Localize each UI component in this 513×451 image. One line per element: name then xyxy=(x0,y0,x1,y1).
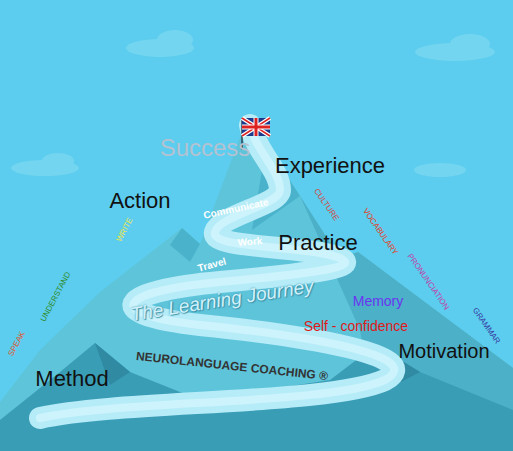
factor-label: Self - confidence xyxy=(304,319,408,333)
stage-label: Motivation xyxy=(398,341,489,361)
stage-label: Action xyxy=(109,190,170,212)
label-text: Memory xyxy=(353,293,404,309)
label-text: Motivation xyxy=(398,340,489,362)
label-text: Work xyxy=(237,235,263,248)
summit-label: Success xyxy=(160,136,251,160)
label-text: Action xyxy=(109,188,170,213)
label-text: Experience xyxy=(275,153,385,178)
mountain xyxy=(0,116,513,451)
label-text: Self - confidence xyxy=(304,318,408,334)
label-text: Method xyxy=(35,366,108,391)
label-text: Practice xyxy=(278,230,357,255)
left-shade xyxy=(170,228,200,262)
label-text: Success xyxy=(160,134,251,161)
stage-label: Practice xyxy=(278,232,357,254)
road-label: Work xyxy=(237,236,263,248)
factor-label: Memory xyxy=(353,294,404,308)
stage-label: Experience xyxy=(275,155,385,177)
stage-label: Method xyxy=(35,368,108,390)
